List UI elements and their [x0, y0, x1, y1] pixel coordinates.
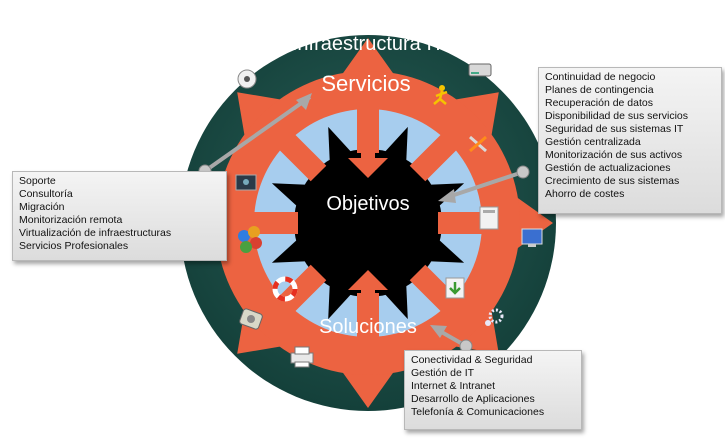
- gears-icon: [485, 308, 504, 326]
- hard-drive-icon: [468, 63, 492, 77]
- disc-icon: [237, 69, 257, 89]
- callout-left-item: Virtualización de infraestructuras: [19, 227, 172, 239]
- disk-icon: [479, 206, 499, 230]
- callout-right-item: Disponibilidad de sus servicios: [545, 110, 688, 122]
- inner-arrows: [348, 118, 388, 329]
- ring-spoke: [276, 131, 327, 182]
- callout-left-item: Soporte: [19, 175, 56, 187]
- callout-right-item: Crecimiento de sus sistemas: [545, 175, 680, 187]
- callout-left-item: Monitorización remota: [19, 214, 123, 226]
- ring-spoke: [276, 264, 327, 315]
- center-disc: [294, 149, 442, 297]
- callout-right-item: Gestión centralizada: [545, 136, 641, 148]
- hdd-icon: [239, 308, 263, 330]
- objetivos-label: Objetivos: [326, 193, 409, 215]
- inner-spokes: [271, 126, 465, 320]
- printer-icon: [290, 346, 314, 368]
- tools-icon: [469, 135, 487, 153]
- callout-bottom-item: Desarrollo de Aplicaciones: [411, 393, 535, 405]
- black-spoke: [328, 272, 360, 320]
- download-icon: [445, 277, 465, 299]
- soluciones-label: Soluciones: [319, 316, 417, 338]
- callout-right-item: Monitorización de sus activos: [545, 149, 683, 161]
- ring-spoke: [409, 131, 460, 182]
- running-figure-icon: [433, 85, 448, 105]
- callout-bottom-item: Internet & Intranet: [411, 380, 496, 392]
- black-spoke: [271, 231, 319, 263]
- servicios-label: Servicios: [321, 71, 410, 96]
- callout-left-item: Servicios Profesionales: [19, 240, 129, 252]
- windows-icon: [235, 174, 257, 191]
- callout-right-item: Gestión de actualizaciones: [545, 162, 671, 174]
- callout-right-item: Ahorro de costes: [545, 188, 625, 200]
- black-spoke: [417, 231, 465, 263]
- black-spoke: [328, 126, 360, 174]
- outer-title: Infraestructura IT: [292, 33, 444, 55]
- callout-right-item: Continuidad de negocio: [545, 71, 656, 83]
- lifebuoy-icon: [272, 276, 298, 302]
- black-spoke: [376, 126, 408, 174]
- black-spoke: [376, 272, 408, 320]
- callout-bottom-item: Gestión de IT: [411, 367, 475, 379]
- callout-right-item: Planes de contingencia: [545, 84, 654, 96]
- colored-circles-icon: [238, 226, 262, 253]
- ring-spoke: [409, 264, 460, 315]
- callout-right-item: Recuperación de datos: [545, 97, 653, 109]
- callout-left-item: Consultoría: [19, 188, 73, 200]
- black-spoke: [271, 183, 319, 215]
- callout-left-item: Migración: [19, 201, 65, 213]
- callout-bottom-item: Telefonía & Comunicaciones: [411, 406, 545, 418]
- callout-bottom-item: Conectividad & Seguridad: [411, 354, 533, 366]
- callout-right-item: Seguridad de sus sistemas IT: [545, 123, 684, 135]
- monitor-icon: [521, 228, 543, 247]
